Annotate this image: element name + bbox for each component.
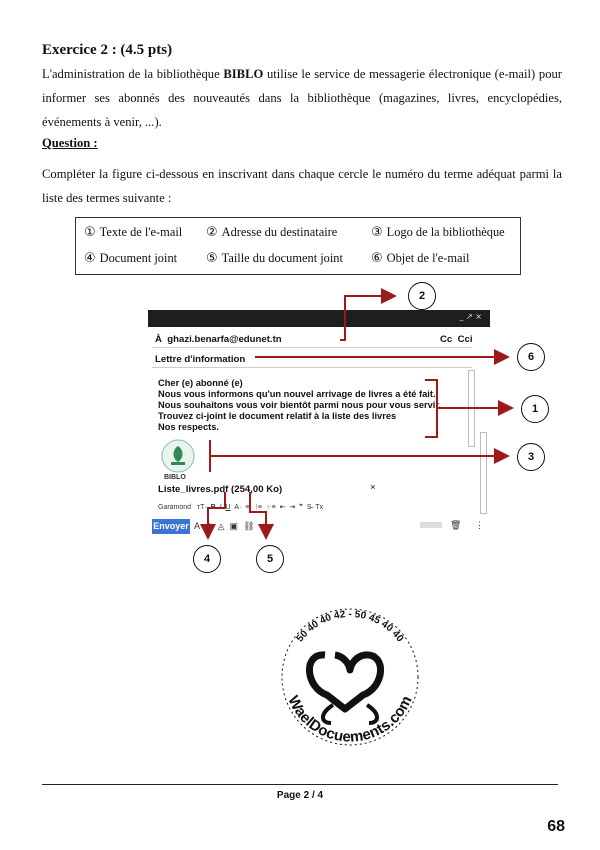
answer-circle[interactable]: 6 bbox=[517, 343, 545, 371]
intro-text-end: utilise le service de messagerie électro… bbox=[42, 67, 562, 129]
trash-icon[interactable]: 🗑 bbox=[450, 520, 462, 530]
drive-icon[interactable]: ◬ bbox=[217, 521, 225, 531]
term-4-number: ④ bbox=[84, 251, 96, 266]
body-line: Nous vous informons qu'un nouvel arrivag… bbox=[158, 389, 436, 399]
answer-circle[interactable]: 5 bbox=[256, 545, 284, 573]
exercise-title: Exercice 2 : (4.5 pts) bbox=[42, 42, 173, 58]
format-toolbar: Garamond тT· B I U A· ≡· ⁝≡ ⁘≡ ⇤ ⇥ ❞ S̶ … bbox=[158, 503, 323, 511]
indent-less-icon[interactable]: ⇤ bbox=[279, 504, 286, 511]
subject-field[interactable]: Lettre d'information bbox=[155, 354, 246, 365]
term-3-number: ③ bbox=[371, 225, 383, 240]
body-line: Trouvez ci-joint le document relatif à l… bbox=[158, 411, 397, 421]
term-1-number: ① bbox=[84, 225, 96, 240]
answer-circle[interactable]: 3 bbox=[517, 443, 545, 471]
strikethrough-icon[interactable]: S̶ bbox=[306, 504, 312, 511]
font-select[interactable]: Garamond bbox=[158, 504, 192, 511]
draft-status-indicator bbox=[420, 522, 442, 528]
recipient-row[interactable]: À ghazi.benarfa@edunet.tn bbox=[155, 334, 282, 345]
link-icon[interactable]: ⛓ bbox=[243, 521, 255, 531]
quote-icon[interactable]: ❞ bbox=[299, 504, 303, 511]
body-line: Nous souhaitons vous voir bientôt parmi … bbox=[158, 400, 442, 410]
svg-text:50 40 40 42 - 50 45 40 40: 50 40 40 42 - 50 45 40 40 bbox=[295, 609, 406, 645]
term-6-number: ⑥ bbox=[371, 251, 383, 266]
answer-circle[interactable]: 2 bbox=[408, 282, 436, 310]
question-text: Compléter la figure ci-dessous en inscri… bbox=[42, 167, 562, 205]
body-line: Cher (e) abonné (e) bbox=[158, 378, 243, 388]
cc-cci-links: Cc Cci bbox=[440, 334, 473, 345]
answer-circle[interactable]: 4 bbox=[193, 545, 221, 573]
window-scrollbar[interactable] bbox=[480, 432, 487, 514]
logo-text: BIBLO bbox=[164, 474, 186, 481]
stamp-phones: 50 40 40 42 - 50 45 40 40 bbox=[295, 609, 406, 645]
term-4-label: Document joint bbox=[99, 251, 178, 265]
text-size-icon[interactable]: тT· bbox=[196, 504, 207, 511]
term-5-label: Taille du document joint bbox=[221, 251, 343, 265]
email-title-bar: _ ↗ × bbox=[148, 310, 490, 327]
attachment-file[interactable]: Liste_livres.pdf (254,00 Ko) bbox=[158, 484, 283, 495]
term-2-label: Adresse du destinataire bbox=[221, 225, 338, 239]
recipient-address[interactable]: ghazi.benarfa@edunet.tn bbox=[167, 334, 282, 345]
format-icon[interactable]: A bbox=[194, 521, 201, 531]
cc-link[interactable]: Cc bbox=[440, 334, 453, 345]
window-controls[interactable]: _ ↗ × bbox=[459, 312, 483, 321]
answer-circle[interactable]: 1 bbox=[521, 395, 549, 423]
library-logo-icon bbox=[161, 439, 195, 473]
remove-attachment-icon[interactable]: × bbox=[370, 482, 376, 493]
footer-divider bbox=[42, 784, 558, 785]
page-number: 68 bbox=[547, 818, 565, 835]
intro-brand: BIBLO bbox=[223, 67, 264, 81]
question-heading: Question : bbox=[42, 136, 98, 150]
recipient-divider bbox=[152, 347, 472, 348]
underline-icon[interactable]: U bbox=[225, 504, 231, 511]
align-icon[interactable]: ≡· bbox=[245, 504, 252, 511]
watermark-stamp-icon: 50 40 40 42 - 50 45 40 40 WaelDocuements… bbox=[281, 608, 419, 746]
term-5-number: ⑤ bbox=[206, 251, 218, 266]
term-3-label: Logo de la bibliothèque bbox=[386, 225, 505, 239]
to-label: À bbox=[155, 334, 162, 345]
clear-format-icon[interactable]: Tx bbox=[315, 504, 324, 511]
body-line: Nos respects. bbox=[158, 422, 219, 432]
intro-text-start: L'administration de la bibliothèque bbox=[42, 67, 224, 81]
photo-icon[interactable]: ▣ bbox=[229, 521, 239, 531]
numbered-list-icon[interactable]: ⁝≡ bbox=[255, 504, 262, 511]
subject-divider bbox=[152, 367, 472, 368]
term-2-number: ② bbox=[206, 225, 218, 240]
cci-link[interactable]: Cci bbox=[457, 334, 473, 345]
indent-more-icon[interactable]: ⇥ bbox=[289, 504, 296, 511]
term-1-label: Texte de l'e-mail bbox=[99, 225, 183, 239]
send-button[interactable]: Envoyer bbox=[152, 519, 190, 534]
bullet-list-icon[interactable]: ⁘≡ bbox=[265, 504, 276, 511]
intro-paragraph: L'administration de la bibliothèque BIBL… bbox=[42, 62, 562, 134]
more-options-icon[interactable]: ⋮ bbox=[475, 520, 484, 530]
page-indicator: Page 2 / 4 bbox=[276, 790, 324, 801]
term-6-label: Objet de l'e-mail bbox=[386, 251, 470, 265]
text-color-icon[interactable]: A· bbox=[234, 504, 242, 511]
email-body[interactable]: Cher (e) abonné (e) Nous vous informons … bbox=[158, 378, 441, 433]
